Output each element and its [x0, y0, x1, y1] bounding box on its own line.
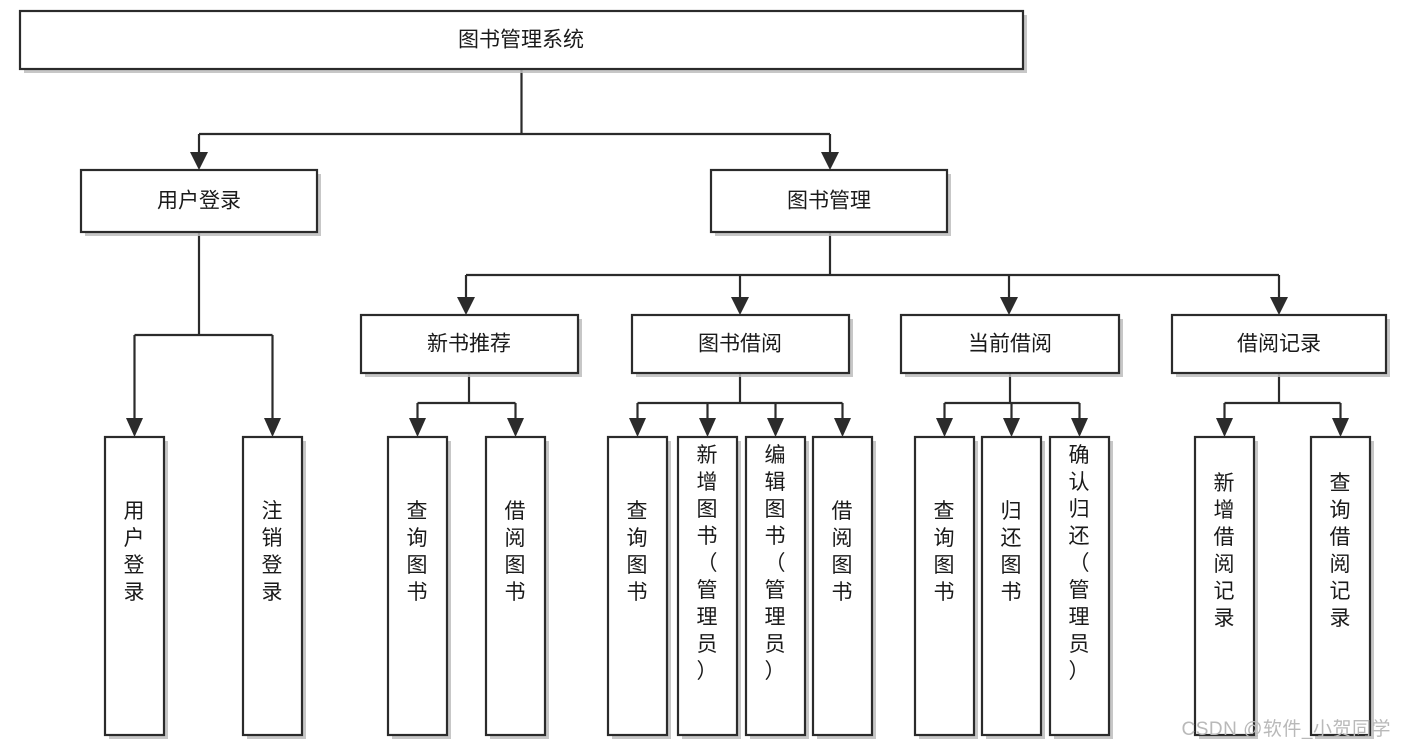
node-leaf-query-book-newbook-rect[interactable]: [386, 435, 449, 737]
csdn-watermark: CSDN @软件_小贺同学: [1181, 719, 1391, 740]
node-leaf-query-book-newbook-label: 查询图书: [407, 500, 428, 604]
connector-layer: [126, 69, 1349, 437]
node-book-borrow-label: 图书借阅: [698, 333, 782, 356]
node-leaf-confirm-return-admin[interactable]: 确认归还（管理员）: [1048, 435, 1113, 739]
node-book-borrow-rect[interactable]: [630, 313, 851, 375]
node-leaf-user-login-label: 用户登录: [124, 500, 145, 604]
node-borrow-record-rect[interactable]: [1170, 313, 1388, 375]
node-borrow-record[interactable]: 借阅记录: [1170, 313, 1390, 377]
node-user-login-rect[interactable]: [79, 168, 319, 234]
node-leaf-add-book-admin-label: 新增图书（管理员）: [697, 444, 718, 683]
arrow-to-record: [1270, 297, 1288, 315]
node-leaf-query-borrow-record-label: 查询借阅记录: [1330, 472, 1351, 630]
node-layer: 图书管理系统 用户登录 图书管理 新书推荐: [18, 9, 1390, 739]
arrow-record-leaf-1: [1216, 418, 1233, 437]
node-leaf-add-book-admin-rect[interactable]: [676, 435, 739, 737]
node-leaf-query-book-current[interactable]: 查询图书: [913, 435, 978, 739]
node-leaf-confirm-return-admin-label: 确认归还（管理员）: [1069, 444, 1090, 683]
arrow-userlogin-leaf-1: [126, 418, 143, 437]
node-leaf-confirm-return-admin-rect[interactable]: [1048, 435, 1111, 737]
node-leaf-edit-book-admin[interactable]: 编辑图书（管理员）: [744, 435, 809, 739]
node-leaf-logout[interactable]: 注销登录: [241, 435, 306, 739]
arrow-borrow-leaf-4: [834, 418, 851, 437]
node-leaf-borrow-book-newbook-label: 借阅图书: [505, 500, 526, 604]
node-leaf-add-borrow-record-label: 新增借阅记录: [1214, 472, 1235, 630]
node-new-book-recommend[interactable]: 新书推荐: [359, 313, 582, 377]
node-leaf-query-book-borrow-rect[interactable]: [606, 435, 669, 737]
node-leaf-edit-book-admin-label: 编辑图书（管理员）: [765, 444, 786, 683]
node-leaf-user-login-rect[interactable]: [103, 435, 166, 737]
node-leaf-return-book-label: 归还图书: [1001, 500, 1022, 604]
node-leaf-edit-book-admin-rect[interactable]: [744, 435, 807, 737]
node-leaf-query-borrow-record-rect[interactable]: [1309, 435, 1372, 737]
node-leaf-logout-label: 注销登录: [262, 500, 283, 604]
arrow-to-current: [1000, 297, 1018, 315]
node-leaf-query-book-borrow-label: 查询图书: [627, 500, 648, 604]
node-leaf-borrow-book[interactable]: 借阅图书: [811, 435, 876, 739]
arrow-borrow-leaf-2: [699, 418, 716, 437]
node-current-borrow-label: 当前借阅: [968, 333, 1052, 356]
node-book-management[interactable]: 图书管理: [709, 168, 951, 236]
arrow-borrow-leaf-3: [767, 418, 784, 437]
node-leaf-user-login[interactable]: 用户登录: [103, 435, 168, 739]
arrow-current-leaf-2: [1003, 418, 1020, 437]
arrow-userlogin-leaf-2: [264, 418, 281, 437]
node-leaf-add-book-admin[interactable]: 新增图书（管理员）: [676, 435, 741, 739]
node-leaf-query-book-newbook[interactable]: 查询图书: [386, 435, 451, 739]
node-user-login-label: 用户登录: [157, 190, 241, 213]
arrow-newbook-leaf-2: [507, 418, 524, 437]
arrow-current-leaf-3: [1071, 418, 1088, 437]
node-book-management-label: 图书管理: [787, 190, 871, 213]
arrow-to-newbook: [457, 297, 475, 315]
node-borrow-record-label: 借阅记录: [1237, 333, 1321, 356]
node-root-label: 图书管理系统: [458, 29, 584, 52]
node-book-borrow[interactable]: 图书借阅: [630, 313, 853, 377]
node-leaf-borrow-book-newbook-rect[interactable]: [484, 435, 547, 737]
arrow-root-to-book-mgmt: [821, 152, 839, 170]
arrow-record-leaf-2: [1332, 418, 1349, 437]
node-leaf-query-book-current-rect[interactable]: [913, 435, 976, 737]
node-leaf-logout-rect[interactable]: [241, 435, 304, 737]
node-current-borrow[interactable]: 当前借阅: [899, 313, 1123, 377]
node-leaf-borrow-book-rect[interactable]: [811, 435, 874, 737]
arrow-newbook-leaf-1: [409, 418, 426, 437]
arrow-root-to-user-login: [190, 152, 208, 170]
arrow-borrow-leaf-1: [629, 418, 646, 437]
node-leaf-borrow-book-newbook[interactable]: 借阅图书: [484, 435, 549, 739]
node-root-rect[interactable]: [18, 9, 1025, 71]
node-new-book-recommend-label: 新书推荐: [427, 333, 511, 356]
node-user-login[interactable]: 用户登录: [79, 168, 321, 236]
node-leaf-add-borrow-record[interactable]: 新增借阅记录: [1193, 435, 1258, 739]
arrow-current-leaf-1: [936, 418, 953, 437]
node-book-management-rect[interactable]: [709, 168, 949, 234]
node-leaf-return-book[interactable]: 归还图书: [980, 435, 1045, 739]
node-leaf-query-borrow-record[interactable]: 查询借阅记录: [1309, 435, 1374, 739]
arrow-to-borrow: [731, 297, 749, 315]
node-leaf-query-book-borrow[interactable]: 查询图书: [606, 435, 671, 739]
node-leaf-return-book-rect[interactable]: [980, 435, 1043, 737]
node-current-borrow-rect[interactable]: [899, 313, 1121, 375]
node-leaf-query-book-current-label: 查询图书: [934, 500, 955, 604]
node-root[interactable]: 图书管理系统: [18, 9, 1027, 73]
node-leaf-borrow-book-label: 借阅图书: [832, 500, 853, 604]
node-new-book-recommend-rect[interactable]: [359, 313, 580, 375]
node-leaf-add-borrow-record-rect[interactable]: [1193, 435, 1256, 737]
